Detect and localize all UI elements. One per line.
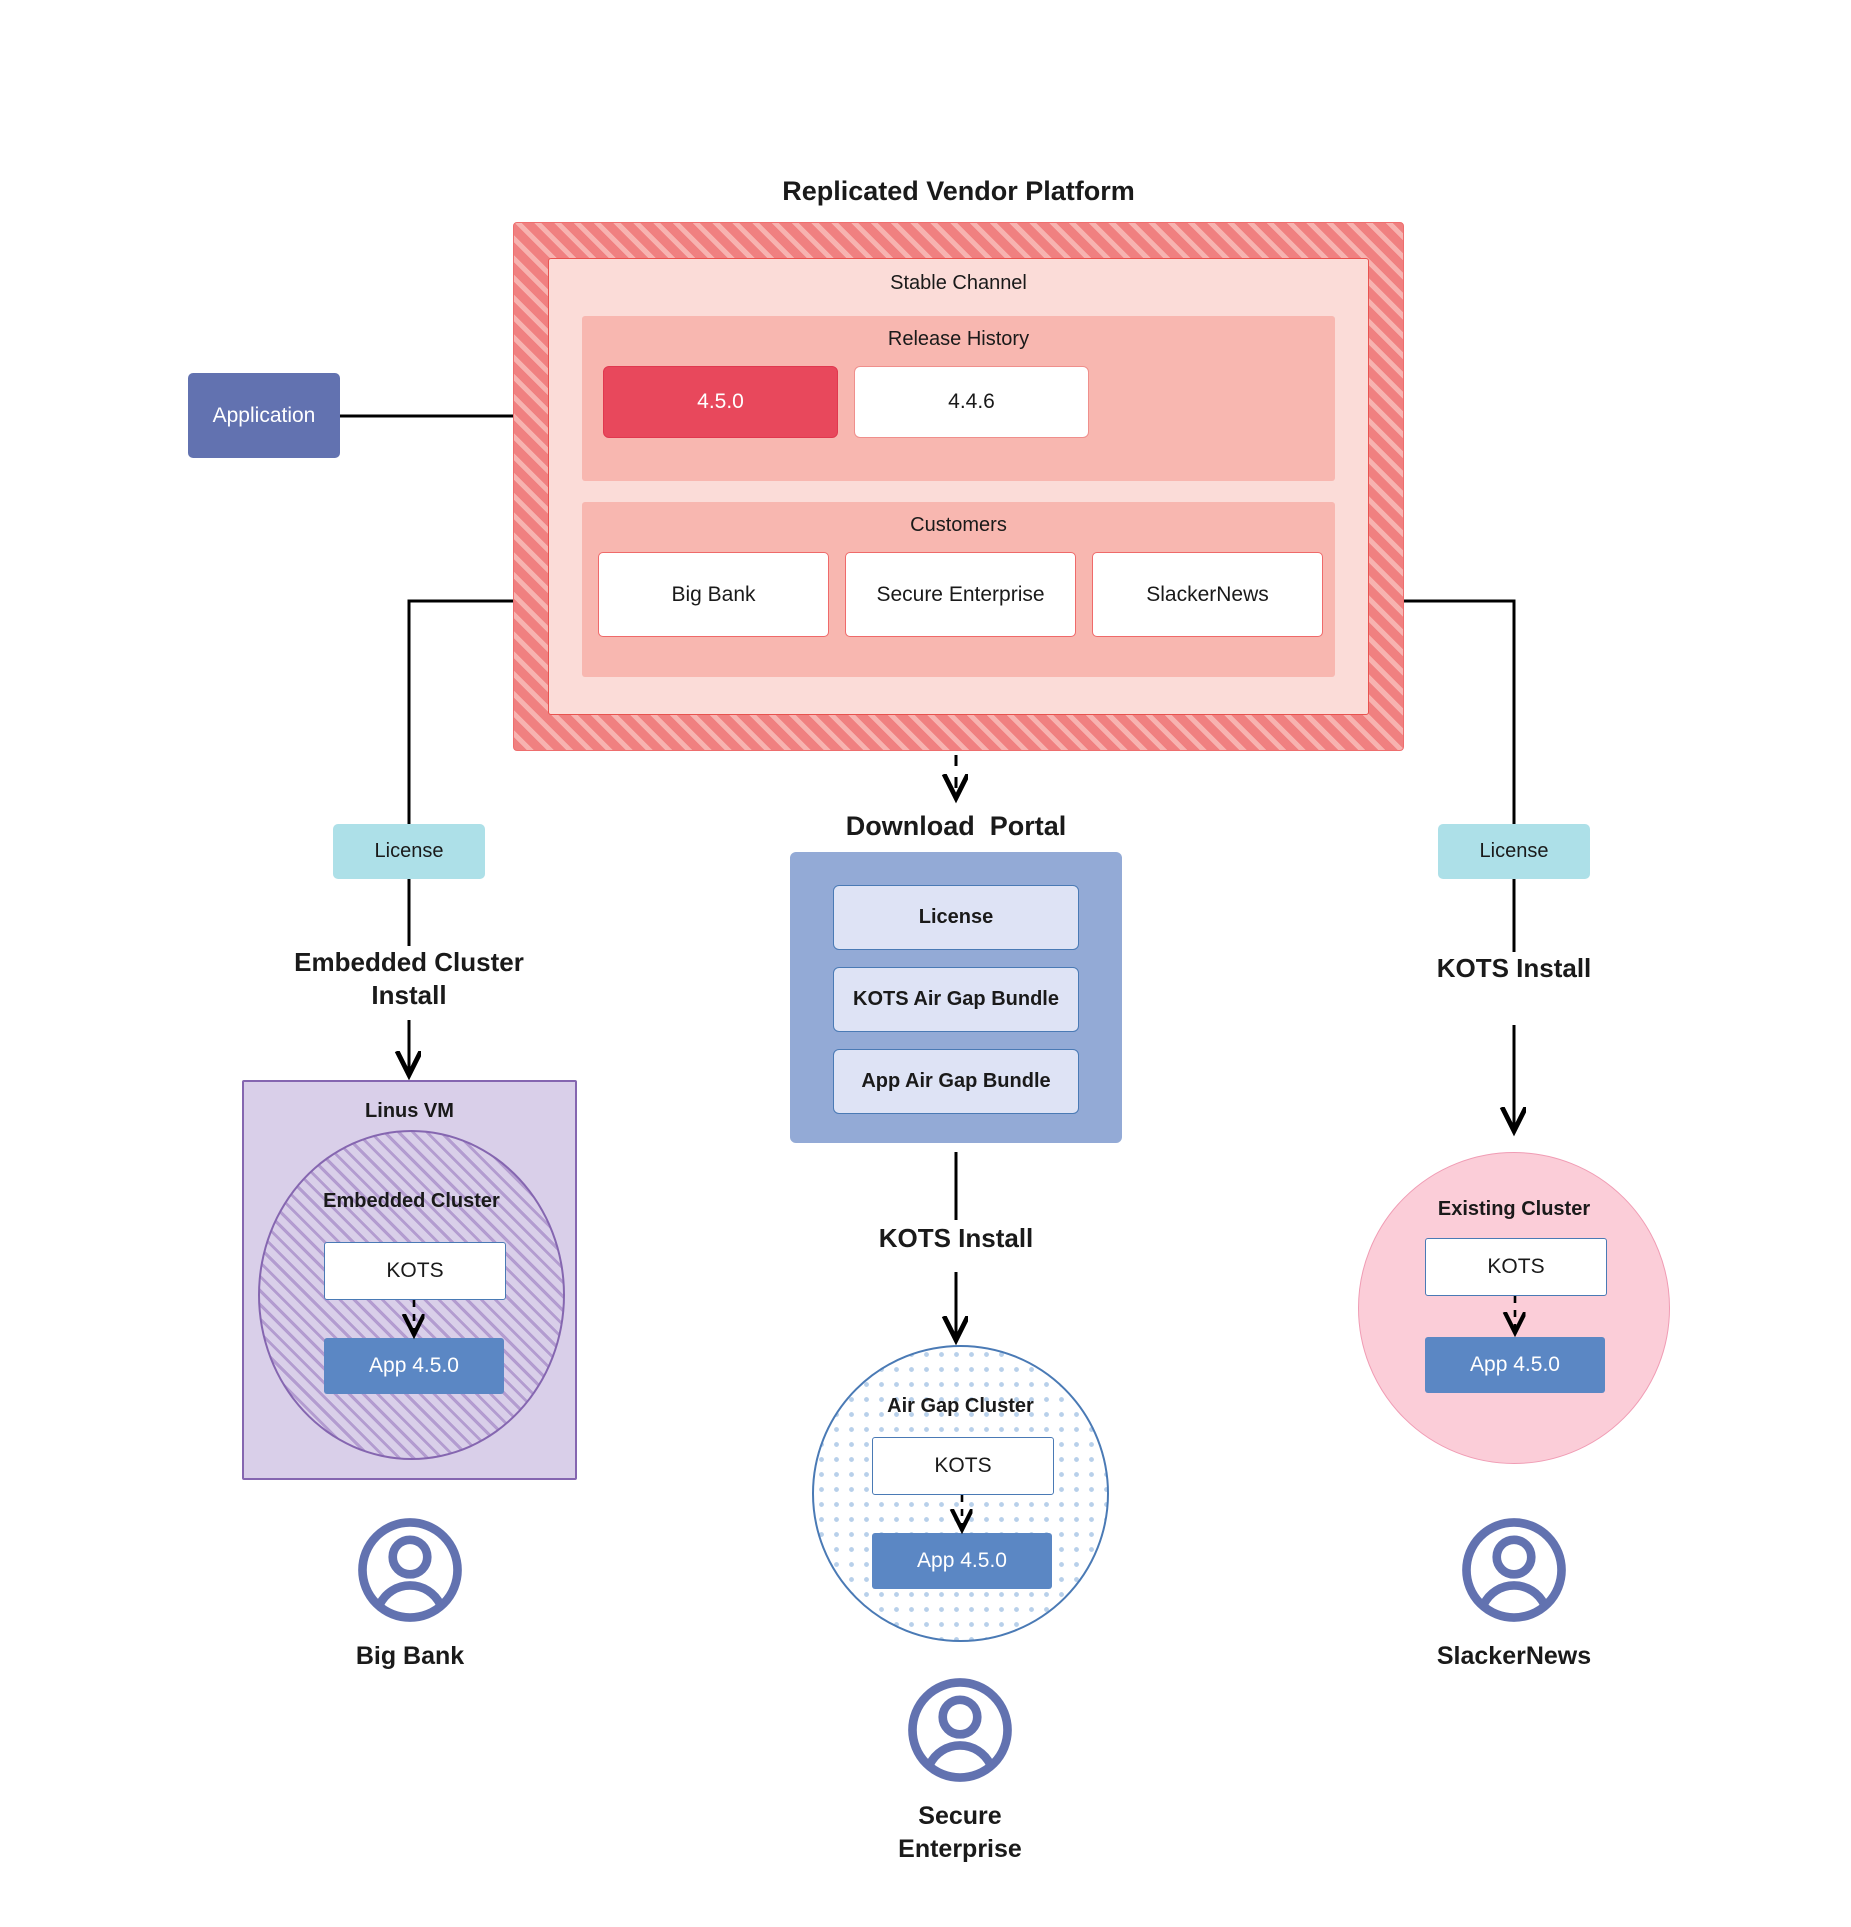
embedded-cluster-circle: Embedded Cluster KOTS App 4.5.0 <box>258 1130 565 1460</box>
stable-channel-title: Stable Channel <box>890 272 1027 294</box>
existing-app-box[interactable]: App 4.5.0 <box>1425 1337 1605 1393</box>
customer-item-secure-enterprise[interactable]: Secure Enterprise <box>845 552 1076 637</box>
page-title: Replicated Vendor Platform <box>782 176 1135 206</box>
download-portal-container: License KOTS Air Gap Bundle App Air Gap … <box>790 852 1122 1143</box>
customer-label: SlackerNews <box>1146 582 1269 606</box>
persona-name: Big Bank <box>355 1642 465 1670</box>
existing-kots-box[interactable]: KOTS <box>1425 1238 1607 1296</box>
stable-channel-container: Stable Channel Release History 4.5.0 4.4… <box>548 258 1369 715</box>
persona-secure-enterprise: Secure Enterprise <box>870 1676 1050 1865</box>
customers-panel: Customers Big Bank Secure Enterprise Sla… <box>582 502 1335 677</box>
portal-item-kots-air-gap-bundle[interactable]: KOTS Air Gap Bundle <box>833 967 1079 1032</box>
kots-label: KOTS <box>1487 1255 1545 1278</box>
airgap-kots-box[interactable]: KOTS <box>872 1437 1054 1495</box>
app-version-label: App 4.5.0 <box>1470 1353 1560 1376</box>
embedded-kots-to-app-arrow <box>260 1300 567 1462</box>
left-license-chip[interactable]: License <box>333 824 485 879</box>
release-history-title: Release History <box>887 328 1030 350</box>
release-item-previous[interactable]: 4.4.6 <box>854 366 1089 438</box>
kots-label: KOTS <box>386 1259 444 1282</box>
customers-title: Customers <box>910 514 1007 536</box>
user-avatar-icon <box>1462 1518 1566 1622</box>
persona-name: Secure Enterprise <box>898 1802 1022 1863</box>
portal-item-license[interactable]: License <box>833 885 1079 950</box>
app-version-label: App 4.5.0 <box>369 1354 459 1377</box>
portal-item-label: KOTS Air Gap Bundle <box>853 988 1059 1010</box>
user-avatar-icon <box>358 1518 462 1622</box>
airgap-kots-to-app-arrow <box>814 1495 1111 1644</box>
portal-item-label: App Air Gap Bundle <box>861 1070 1051 1092</box>
customer-item-big-bank[interactable]: Big Bank <box>598 552 829 637</box>
right-license-chip[interactable]: License <box>1438 824 1590 879</box>
release-version-label: 4.5.0 <box>697 390 744 413</box>
release-item-current[interactable]: 4.5.0 <box>603 366 838 438</box>
linus-vm-container: Linus VM Embedded Cluster KOTS App 4.5.0 <box>242 1080 577 1480</box>
release-history-panel: Release History 4.5.0 4.4.6 <box>582 316 1335 481</box>
right-install-label: KOTS Install <box>1436 953 1592 983</box>
linus-vm-label: Linus VM <box>365 1100 454 1122</box>
embedded-app-box[interactable]: App 4.5.0 <box>324 1338 504 1394</box>
application-node[interactable]: Application <box>188 373 340 458</box>
vendor-platform-container: Stable Channel Release History 4.5.0 4.4… <box>513 222 1404 751</box>
airgap-app-box[interactable]: App 4.5.0 <box>872 1533 1052 1589</box>
existing-cluster-circle: Existing Cluster KOTS App 4.5.0 <box>1358 1152 1670 1464</box>
customer-label: Secure Enterprise <box>876 582 1045 606</box>
portal-item-app-air-gap-bundle[interactable]: App Air Gap Bundle <box>833 1049 1079 1114</box>
download-portal-title: Download Portal <box>845 811 1067 841</box>
customer-label: Big Bank <box>671 582 756 606</box>
customer-item-slackernews[interactable]: SlackerNews <box>1092 552 1323 637</box>
existing-cluster-label: Existing Cluster <box>1437 1198 1591 1220</box>
existing-kots-to-app-arrow <box>1359 1296 1671 1465</box>
app-version-label: App 4.5.0 <box>917 1549 1007 1572</box>
air-gap-cluster-label: Air Gap Cluster <box>887 1395 1034 1417</box>
persona-big-bank: Big Bank <box>320 1516 500 1673</box>
user-avatar-icon <box>908 1678 1012 1782</box>
left-license-label: License <box>374 840 444 862</box>
release-version-label: 4.4.6 <box>948 390 995 413</box>
portal-item-label: License <box>918 906 994 928</box>
kots-label: KOTS <box>934 1454 992 1477</box>
center-install-label: KOTS Install <box>878 1223 1034 1253</box>
right-license-label: License <box>1479 840 1549 862</box>
persona-name: SlackerNews <box>1436 1642 1592 1670</box>
persona-slackernews: SlackerNews <box>1424 1516 1604 1673</box>
left-install-label: Embedded Cluster Install <box>294 947 524 1010</box>
embedded-kots-box[interactable]: KOTS <box>324 1242 506 1300</box>
embedded-cluster-label: Embedded Cluster <box>323 1190 500 1212</box>
application-label: Application <box>212 403 316 427</box>
air-gap-cluster-circle: Air Gap Cluster KOTS App 4.5.0 <box>812 1345 1109 1642</box>
